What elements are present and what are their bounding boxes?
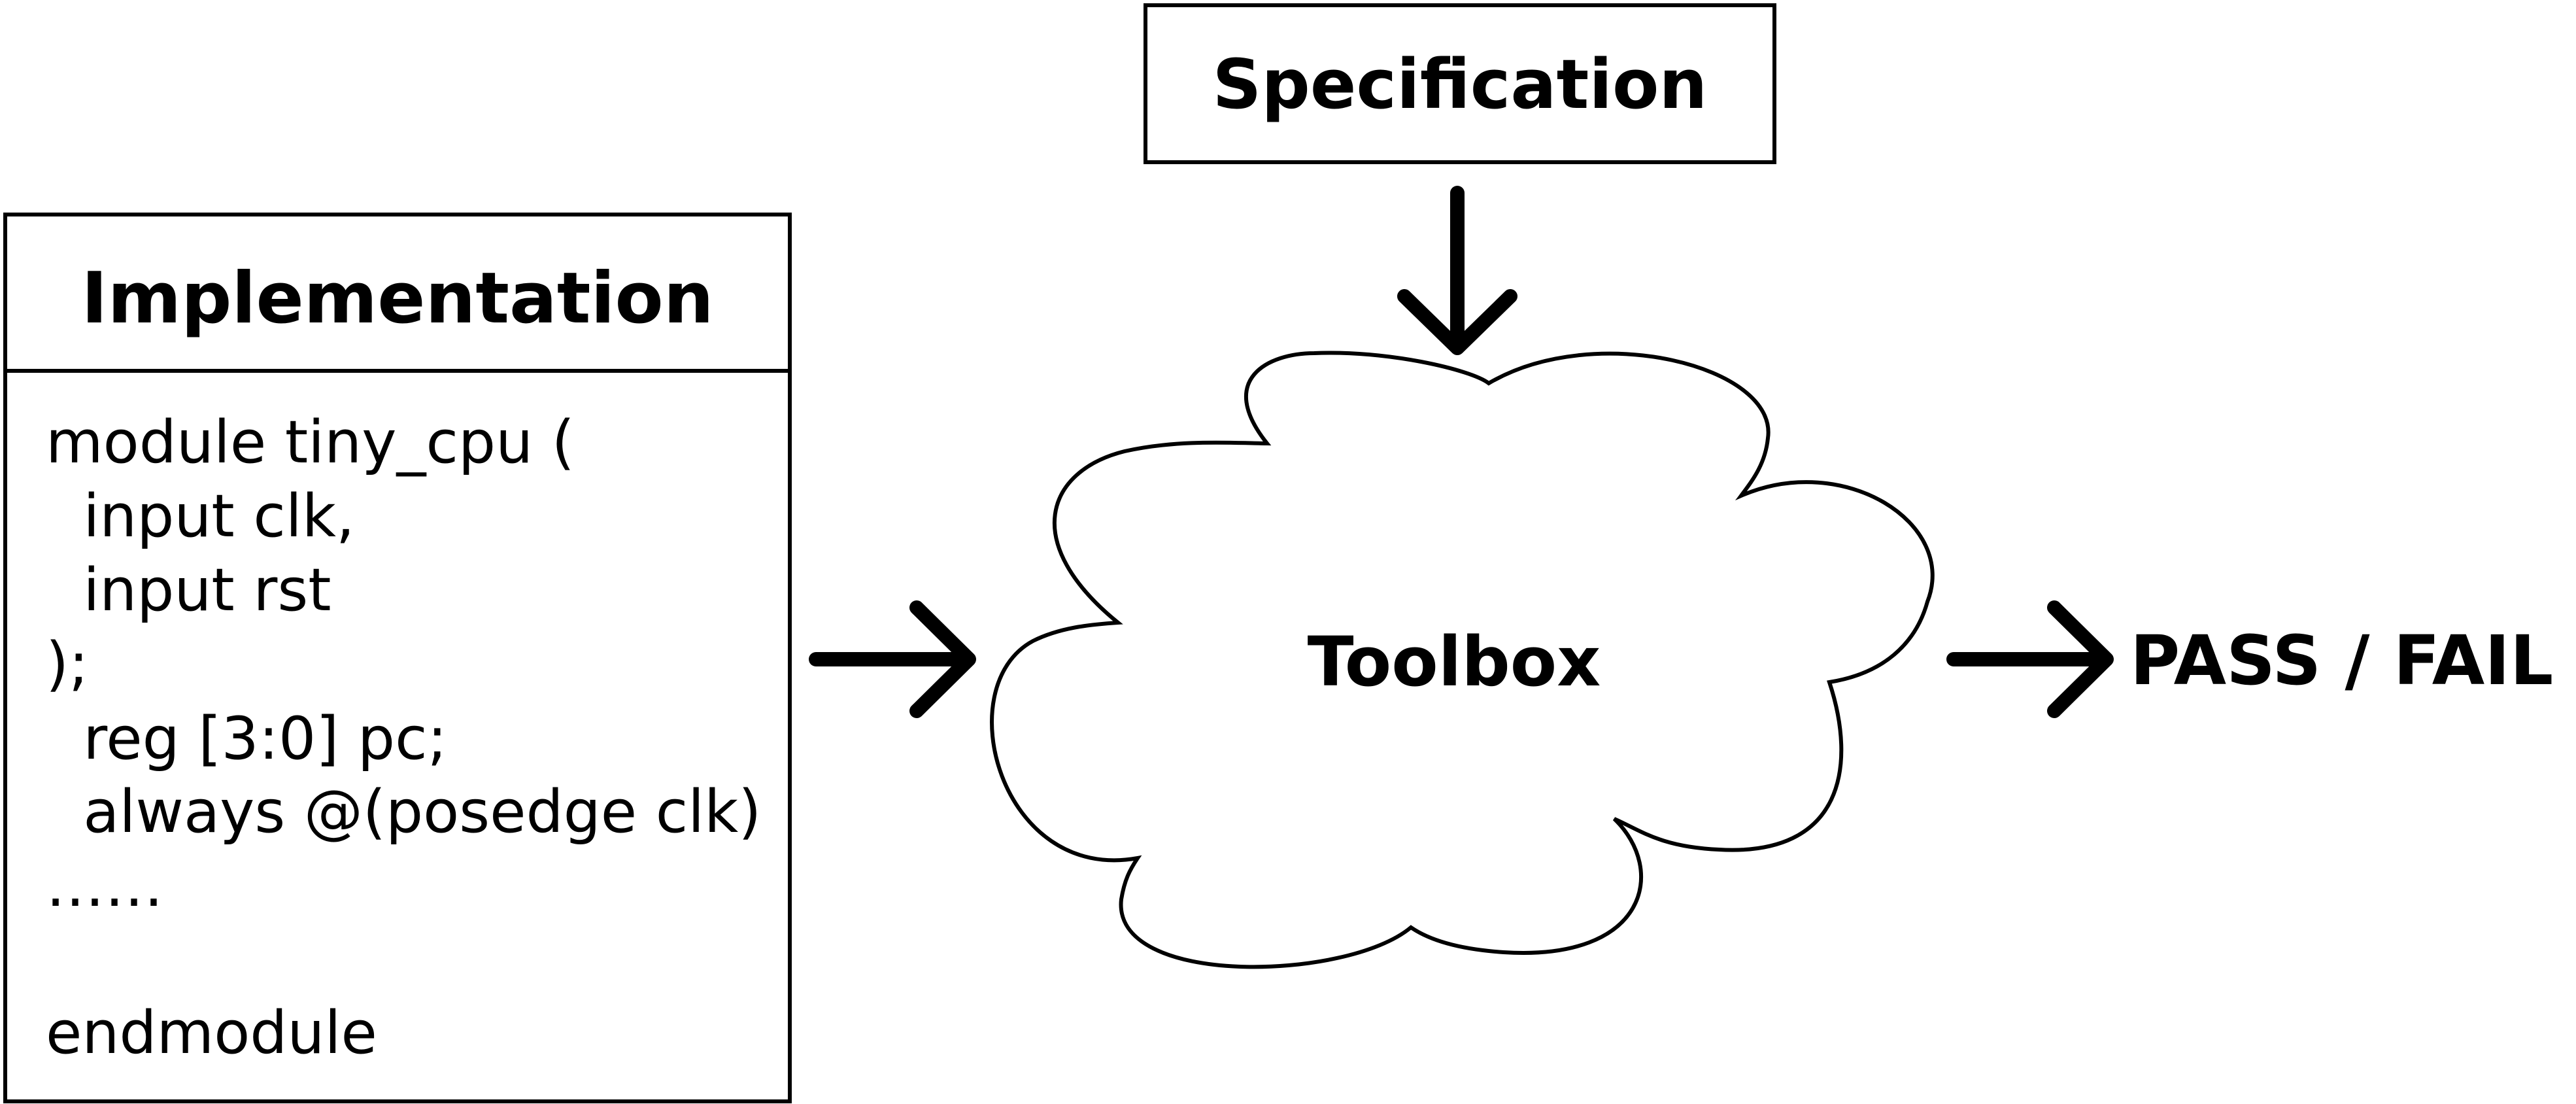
code-line: always @(posedge clk): [46, 778, 761, 846]
specification-node: Specification: [1144, 3, 1776, 164]
code-line: );: [46, 630, 88, 699]
implementation-to-toolbox-arrow: [809, 600, 976, 718]
toolbox-label: Toolbox: [1308, 622, 1601, 702]
toolbox-to-result-arrow: [1946, 600, 2114, 718]
implementation-code: module tiny_cpu ( input clk, input rst )…: [46, 408, 761, 1067]
spec-to-toolbox-arrow: [1397, 186, 1517, 355]
toolbox-node: Toolbox: [990, 351, 1935, 969]
code-line: module tiny_cpu (: [46, 408, 575, 477]
result-label: PASS / FAIL: [2130, 621, 2553, 700]
implementation-title: Implementation: [81, 258, 713, 339]
implementation-node: Implementation module tiny_cpu ( input c…: [3, 213, 792, 1103]
code-line: input clk,: [46, 482, 355, 551]
specification-box: [1144, 3, 1776, 164]
code-line: endmodule: [46, 999, 377, 1067]
implementation-box: [3, 213, 792, 1103]
specification-title: Specification: [1213, 44, 1708, 124]
code-line: reg [3:0] pc;: [46, 704, 447, 773]
code-line: input rst: [46, 556, 331, 625]
toolbox-cloud: [990, 351, 1935, 969]
code-line: ……: [46, 852, 163, 920]
